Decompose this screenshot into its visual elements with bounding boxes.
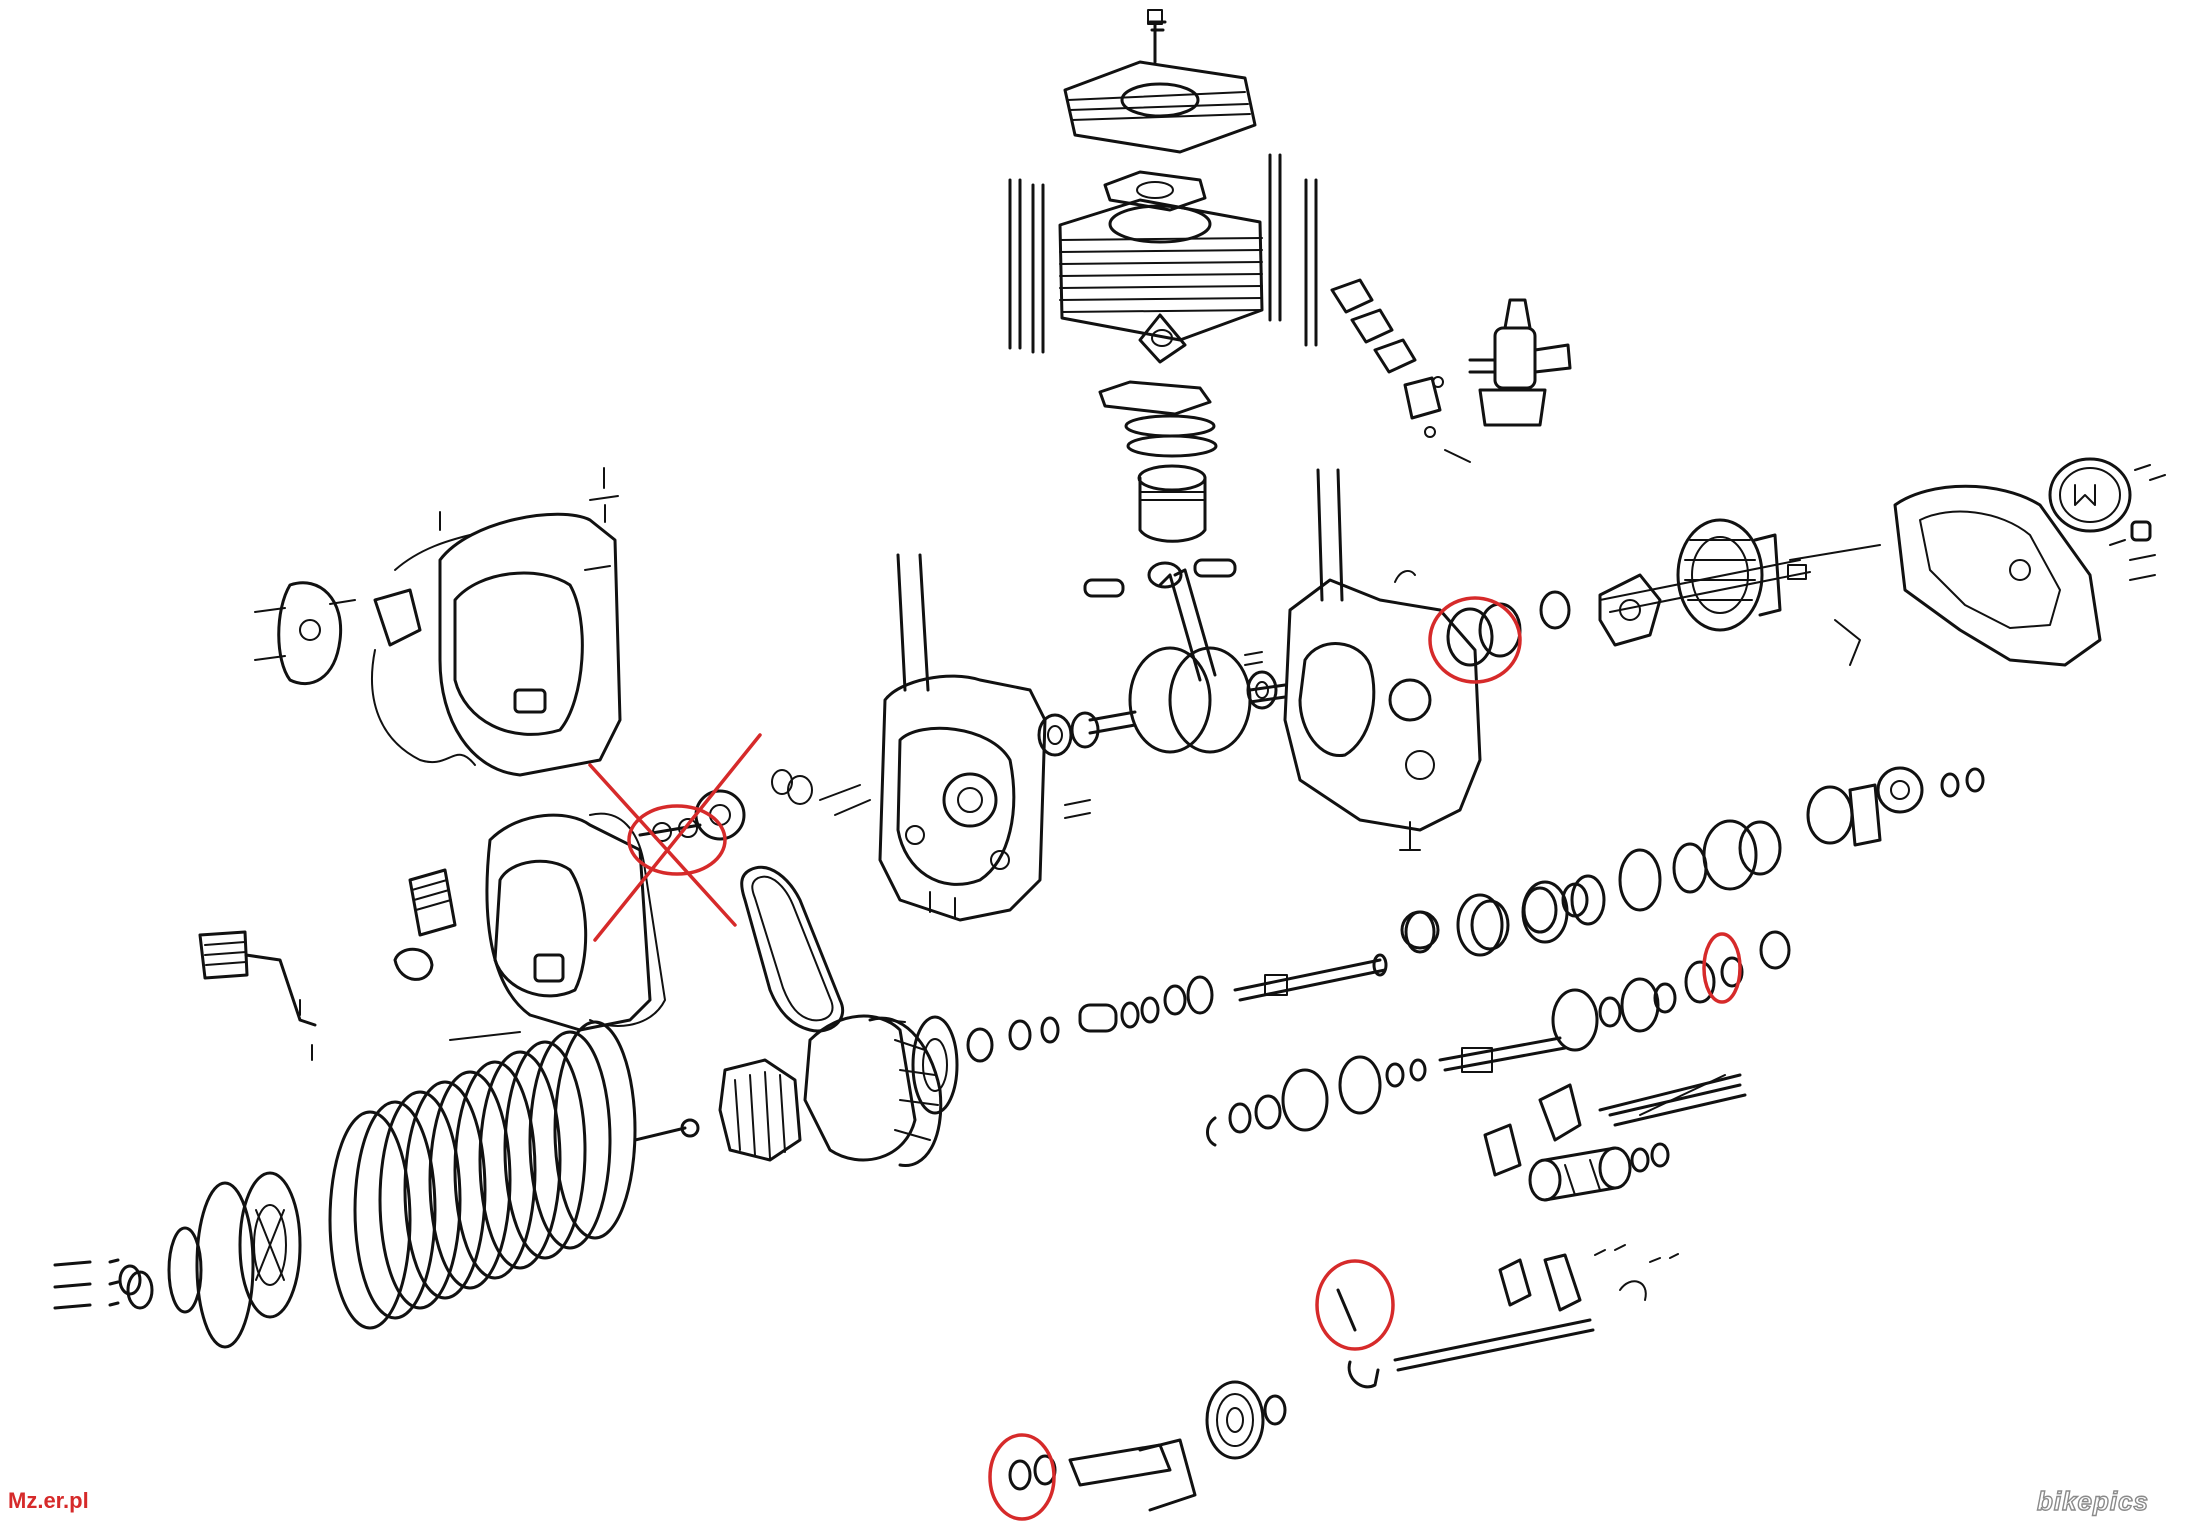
- crank-seals: [1446, 590, 1571, 667]
- piston: [1137, 464, 1207, 543]
- mz-emblem: [2048, 457, 2132, 533]
- cylinder-studs: [1008, 153, 1318, 354]
- clutch-basket: [803, 1014, 943, 1168]
- primary-sprocket: [638, 789, 746, 842]
- kickstart-coil-spring: [1205, 1380, 1287, 1460]
- cylinder: [1058, 198, 1264, 364]
- kickstart-spring: [393, 868, 457, 981]
- clutch-cover-gasket: [589, 812, 666, 1027]
- carburettor: [1468, 298, 1572, 427]
- detent-pin: [1336, 1288, 1380, 1389]
- ignition-plate: [277, 534, 471, 686]
- annotation-cross: [588, 733, 762, 942]
- head-gasket: [1103, 170, 1207, 212]
- layshaft: [1438, 1036, 1567, 1073]
- generator-cover: [1893, 484, 2102, 667]
- left-crankcase-fittings: [771, 769, 1091, 919]
- clutch-cover: [485, 813, 652, 1032]
- ignition-cover: [438, 512, 622, 777]
- left-crankcase: [878, 553, 1047, 922]
- generator-cover-screws: [2109, 464, 2166, 581]
- piston-rings: [1124, 414, 1218, 458]
- clutch-disc-outer: [195, 1181, 255, 1349]
- clutch-cover-bolts: [299, 999, 521, 1061]
- spacer-washers: [966, 975, 1214, 1063]
- main-bearings: [1037, 651, 1278, 757]
- source-credit: Mz.er.pl: [8, 1488, 89, 1513]
- base-gasket: [1098, 380, 1212, 416]
- generator-brushes: [1599, 544, 1881, 666]
- shift-shaft: [1393, 1244, 1679, 1372]
- countershaft: [1233, 953, 1388, 1002]
- circle-primary-sprocket: [627, 804, 727, 876]
- layshaft-gears: [1551, 930, 1791, 1052]
- circle-crank-seal: [1428, 596, 1522, 684]
- bikepics-watermark: bikepics: [2036, 1485, 2150, 1516]
- kickstart-lever: [198, 930, 317, 1027]
- piston-pin: [1083, 558, 1237, 598]
- right-crankcase: [1283, 468, 1482, 851]
- clutch-pushrod: [633, 1118, 700, 1142]
- selector-rod: [1598, 1073, 1742, 1112]
- connecting-rod: [1147, 561, 1217, 682]
- output-sprocket: [1806, 766, 1985, 847]
- annotation-circles: [627, 596, 1742, 1521]
- selector-drum: [1528, 1142, 1670, 1202]
- ignition-wire: [371, 649, 476, 766]
- ignition-bolts: [254, 467, 619, 661]
- generator-stator: [1676, 518, 1782, 632]
- clutch-hub: [718, 1058, 802, 1162]
- generator-rotor: [1598, 573, 1662, 647]
- circle-detent-pin: [1315, 1259, 1395, 1351]
- intake-gaskets: [1330, 278, 1442, 420]
- selector-forks: [1483, 1074, 1747, 1177]
- layshaft-bearing-row: [1206, 1055, 1427, 1147]
- cylinder-head: [1063, 9, 1257, 154]
- clutch-springs: [53, 1226, 203, 1314]
- kickstart-shaft: [1008, 1438, 1197, 1512]
- intake-screws: [1424, 376, 1471, 463]
- circle-gear-bearing: [1702, 932, 1742, 1004]
- pressure-plate: [238, 1171, 302, 1319]
- primary-chain: [740, 865, 845, 1033]
- clutch-plates: [328, 1020, 637, 1330]
- clutch-gear: [911, 1015, 959, 1115]
- circle-kickstart-washer: [988, 1433, 1056, 1521]
- countershaft-gears: [1404, 882, 1589, 954]
